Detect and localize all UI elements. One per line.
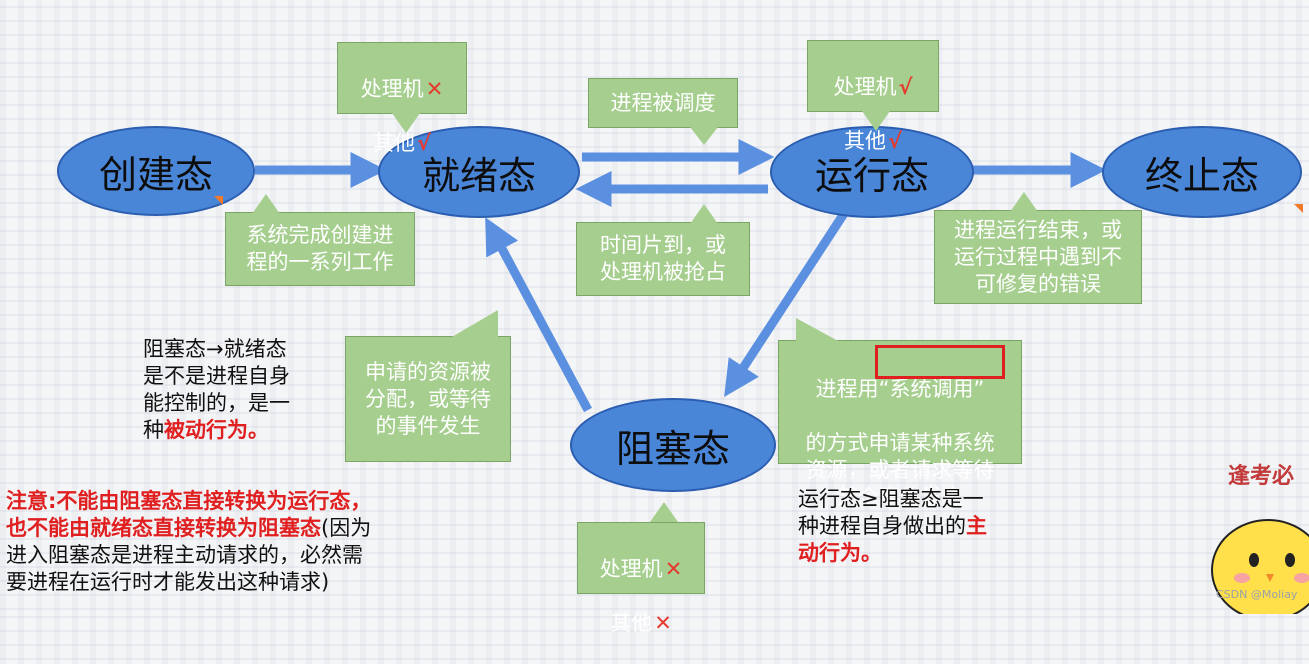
note-active-behavior-b: 动行为。 — [798, 541, 882, 565]
arrow-running-to-blocked — [724, 209, 849, 398]
syscall-highlight-box — [875, 345, 1005, 379]
label-processor: 处理机 — [360, 77, 424, 101]
callout-tail — [650, 502, 678, 522]
syscall-highlight: “系统调用” — [878, 377, 985, 401]
cross-icon: ✕ — [425, 77, 444, 101]
callout-termination: 进程运行结束，或 运行过程中遇到不 可修复的错误 — [934, 210, 1142, 304]
label-other: 其他 — [610, 611, 653, 635]
note-running-to-blocked: 运行态≥阻塞态是一 种进程自身做出的主 动行为。 — [798, 486, 1048, 567]
callout-tail — [1010, 192, 1038, 212]
state-ready-label: 就绪态 — [421, 153, 536, 198]
callout-creation-done-text: 系统完成创建进 程的一系列工作 — [246, 223, 394, 274]
decor-corner-mark — [1294, 204, 1303, 213]
note-blocked-to-ready: 阻塞态→就绪态 是不是进程自身 能控制的，是一 种被动行为。 — [143, 336, 343, 444]
callout-ready-resources: 处理机✕ 其他√ — [337, 42, 467, 155]
callout-blocked-resources: 处理机✕ 其他✕ — [577, 522, 705, 635]
note-attention-warning: 注意:不能由阻塞态直接转换为运行态， 也不能由就绪态直接转换为阻塞态 — [6, 489, 372, 540]
note-passive-behavior: 被动行为。 — [164, 418, 269, 442]
label-other: 其他 — [372, 131, 415, 155]
note-attention-reason: (因为 进入阻塞态是进程主动请求的，必然需 要进程在运行时才能发出这种请求) — [6, 516, 372, 594]
callout-tail — [392, 113, 420, 133]
callout-resource-assigned-text: 申请的资源被 分配，或等待 的事件发生 — [365, 359, 491, 438]
callout-tail — [862, 111, 890, 131]
state-created: 创建态 — [57, 126, 255, 216]
callout-tail — [690, 204, 718, 224]
callout-scheduled-text: 进程被调度 — [610, 90, 716, 115]
label-processor: 处理机 — [599, 557, 663, 581]
callout-creation-done: 系统完成创建进 程的一系列工作 — [225, 212, 415, 286]
label-processor: 处理机 — [833, 75, 897, 99]
check-icon: √ — [416, 131, 431, 155]
callout-tail — [252, 194, 280, 214]
state-running-label: 运行态 — [814, 153, 929, 198]
check-icon: √ — [898, 75, 913, 99]
decor-corner-mark — [214, 196, 223, 205]
chick-mascot — [1211, 519, 1309, 614]
state-ready: 就绪态 — [378, 126, 580, 218]
callout-resource-assigned: 申请的资源被 分配，或等待 的事件发生 — [345, 336, 511, 462]
cross-icon: ✕ — [654, 611, 672, 635]
transition-arrows — [255, 139, 1107, 413]
mascot-caption: 逢考必 — [1228, 464, 1295, 489]
cross-icon: ✕ — [664, 557, 683, 581]
callout-tail — [690, 127, 718, 145]
note-blocked-to-ready-text: 阻塞态→就绪态 是不是进程自身 能控制的，是一 种 — [143, 337, 290, 442]
callout-timeslice-text: 时间片到，或 处理机被抢占 — [600, 233, 726, 284]
callout-running-resources: 处理机√ 其他√ — [807, 40, 939, 153]
state-blocked-label: 阻塞态 — [615, 426, 730, 471]
callout-syscall-text-rest: 的方式申请某种系统 资源，或者请求等待 某个事件发生 — [805, 431, 995, 509]
callout-syscall-text-a: 进程用 — [815, 377, 879, 401]
note-running-to-blocked-text: 运行态≥阻塞态是一 种进程自身做出的 — [798, 487, 984, 538]
state-created-label: 创建态 — [98, 152, 213, 197]
state-terminated-label: 终止态 — [1144, 153, 1259, 198]
callout-tail — [450, 310, 498, 338]
note-attention: 注意:不能由阻塞态直接转换为运行态， 也不能由就绪态直接转换为阻塞态(因为 进入… — [6, 488, 476, 596]
callout-scheduled: 进程被调度 — [588, 78, 738, 128]
label-other: 其他 — [843, 129, 886, 153]
callout-termination-text: 进程运行结束，或 运行过程中遇到不 可修复的错误 — [954, 217, 1122, 296]
watermark: CSDN @Moliay — [1216, 588, 1298, 601]
state-blocked: 阻塞态 — [570, 398, 776, 492]
note-active-behavior-a: 主 — [966, 514, 987, 538]
state-terminated: 终止态 — [1102, 126, 1302, 218]
callout-tail — [796, 318, 840, 342]
check-icon: √ — [887, 129, 902, 153]
callout-syscall: 进程用“系统调用” 的方式申请某种系统 资源，或者请求等待 某个事件发生 — [778, 340, 1022, 509]
callout-timeslice: 时间片到，或 处理机被抢占 — [576, 222, 750, 296]
arrow-blocked-to-ready — [485, 217, 592, 413]
